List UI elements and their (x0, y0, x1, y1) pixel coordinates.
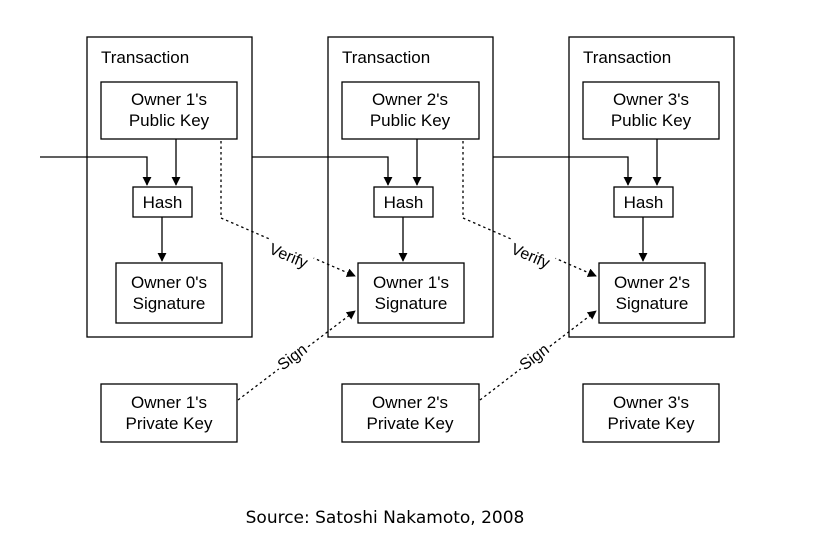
private-key-line-2: Private Key (608, 414, 695, 433)
source-caption: Source: Satoshi Nakamoto, 2008 (245, 508, 525, 528)
hash-label: Hash (384, 193, 424, 212)
transaction-1-signature-box: Owner 0's Signature (115, 262, 223, 324)
chain-arrow-into-hash-2 (252, 156, 393, 186)
signature-line-2: Signature (133, 294, 206, 313)
transaction-2-title: Transaction (342, 48, 430, 67)
verify-arrow-2 (462, 141, 597, 277)
transaction-1: Transaction Owner 1's Public Key Hash Ow… (86, 36, 253, 338)
signature-line-2: Signature (375, 294, 448, 313)
transaction-3: Transaction Owner 3's Public Key Hash Ow… (568, 36, 735, 338)
public-key-line-2: Public Key (129, 111, 210, 130)
private-key-line-1: Owner 3's (613, 393, 689, 412)
public-key-line-1: Owner 3's (613, 90, 689, 109)
transaction-3-title: Transaction (583, 48, 671, 67)
transaction-1-hash-box: Hash (132, 186, 193, 218)
transaction-1-frame (86, 36, 253, 338)
transaction-3-hash-box: Hash (613, 186, 674, 218)
transaction-2-public-key-box: Owner 2's Public Key (341, 81, 480, 140)
private-key-line-2: Private Key (126, 414, 213, 433)
transaction-3-signature-box: Owner 2's Signature (598, 262, 706, 324)
public-key-line-2: Public Key (370, 111, 451, 130)
signature-line-1: Owner 2's (614, 273, 690, 292)
private-key-line-1: Owner 2's (372, 393, 448, 412)
transaction-1-title: Transaction (101, 48, 189, 67)
signature-line-1: Owner 0's (131, 273, 207, 292)
private-key-line-2: Private Key (367, 414, 454, 433)
private-key-3-box: Owner 3's Private Key (582, 383, 720, 443)
private-key-line-1: Owner 1's (131, 393, 207, 412)
private-key-1-box: Owner 1's Private Key (100, 383, 238, 443)
signature-line-2: Signature (616, 294, 689, 313)
transaction-3-frame (568, 36, 735, 338)
transaction-2-hash-box: Hash (373, 186, 434, 218)
transaction-2-signature-box: Owner 1's Signature (357, 262, 465, 324)
verify-label-2: Verify (505, 237, 557, 273)
verify-arrow-1 (220, 141, 356, 277)
transaction-1-public-key-box: Owner 1's Public Key (100, 81, 238, 140)
transaction-2-frame (327, 36, 494, 338)
verify-label-1: Verify (263, 237, 315, 273)
transaction-3-public-key-box: Owner 3's Public Key (582, 81, 720, 140)
signature-line-1: Owner 1's (373, 273, 449, 292)
private-key-2-box: Owner 2's Private Key (341, 383, 480, 443)
hash-label: Hash (624, 193, 664, 212)
public-key-line-1: Owner 2's (372, 90, 448, 109)
public-key-line-1: Owner 1's (131, 90, 207, 109)
chain-arrow-into-hash-1 (40, 156, 152, 186)
chain-arrow-into-hash-3 (493, 156, 633, 186)
public-key-line-2: Public Key (611, 111, 692, 130)
hash-label: Hash (143, 193, 183, 212)
transaction-2: Transaction Owner 2's Public Key Hash Ow… (327, 36, 494, 338)
